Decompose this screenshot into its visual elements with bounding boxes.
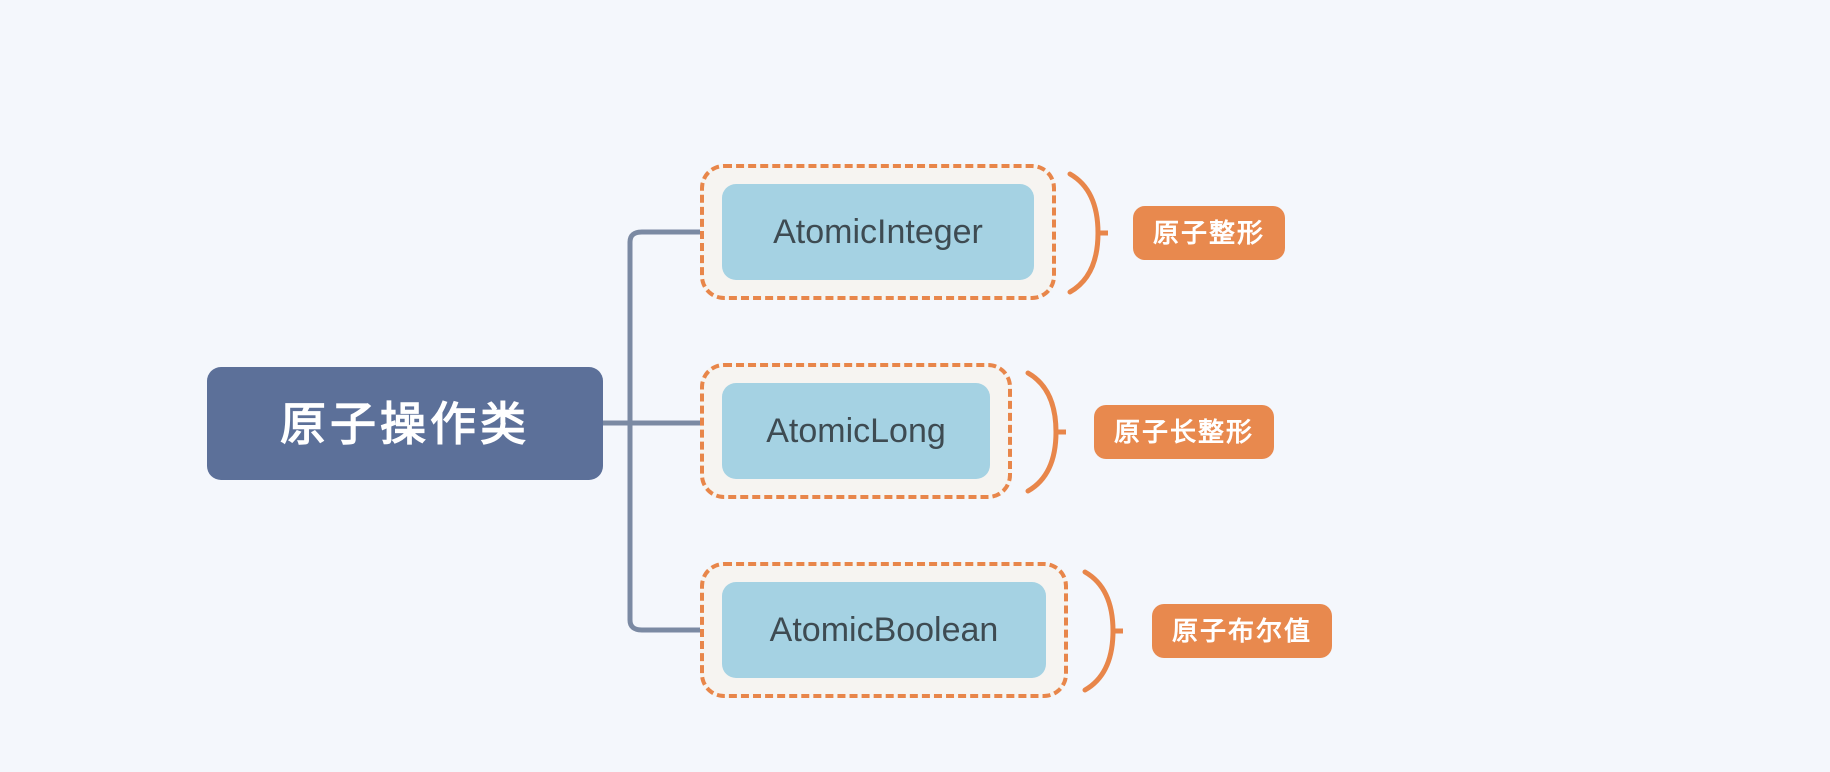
branch-group-2[interactable]: AtomicBoolean: [700, 562, 1068, 698]
branch-node-atomicinteger[interactable]: AtomicInteger: [722, 184, 1034, 280]
root-node-label: 原子操作类: [280, 397, 530, 450]
curly-brace-icon: [1025, 370, 1066, 494]
branch-node-label: AtomicInteger: [773, 213, 983, 251]
branch-node-label: AtomicLong: [766, 412, 946, 450]
badge-label: 原子长整形: [1114, 417, 1255, 447]
badge-label: 原子整形: [1153, 218, 1266, 248]
branch-node-atomiclong[interactable]: AtomicLong: [722, 383, 990, 479]
branch-group-0[interactable]: AtomicInteger: [700, 164, 1056, 300]
badge-atomicinteger[interactable]: 原子整形: [1133, 206, 1286, 260]
branch-node-label: AtomicBoolean: [769, 611, 999, 649]
root-node[interactable]: 原子操作类: [207, 367, 603, 480]
badge-label: 原子布尔值: [1172, 616, 1313, 646]
badge-atomicboolean[interactable]: 原子布尔值: [1152, 604, 1333, 658]
badge-atomiclong[interactable]: 原子长整形: [1094, 405, 1275, 459]
branch-group-1[interactable]: AtomicLong: [700, 363, 1012, 499]
branch-node-atomicboolean[interactable]: AtomicBoolean: [722, 582, 1046, 678]
curly-brace-icon: [1082, 569, 1123, 693]
curly-brace-icon: [1067, 171, 1108, 295]
